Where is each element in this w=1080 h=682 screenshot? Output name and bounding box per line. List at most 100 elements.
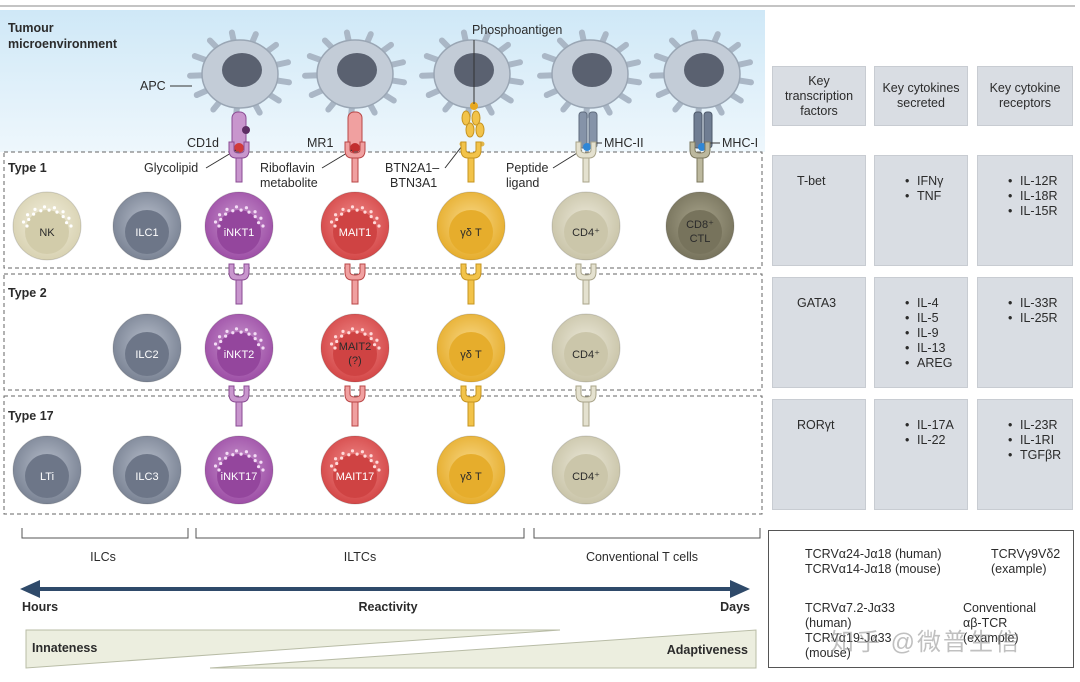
legend-gd-line2: (example) (991, 562, 1047, 576)
tf-type17: RORγt (772, 399, 866, 510)
legend-mait-line2: (human) (805, 616, 852, 630)
apc-cell (537, 29, 643, 119)
lti-cell-nucleus (25, 454, 69, 498)
tf-type2: GATA3 (772, 277, 866, 388)
tcr-receptor (689, 141, 711, 183)
cd4-cell-type1-nucleus (564, 210, 608, 254)
legend-inkt-line2: TCRVα14-Jα18 (mouse) (805, 562, 941, 576)
inkt2-cell-nucleus (217, 332, 261, 376)
reactivity-arrow (20, 580, 750, 598)
cytokine-item: TNF (905, 189, 967, 204)
riboflavin-label-2: metabolite (260, 176, 318, 190)
gd-t-cell-type1-label: γδ T (460, 227, 482, 239)
tcr-receptor (228, 385, 250, 427)
tf-type1-text: T-bet (797, 174, 826, 188)
inkt2-cell: iNKT2 (204, 263, 274, 383)
gd-t-cell-type1: γδ T (436, 141, 506, 261)
inkt1-cell-label: iNKT1 (224, 227, 255, 239)
mait17-cell-nucleus (333, 454, 377, 498)
peptide-label-1: Peptide (506, 161, 548, 175)
nk-cell-label: NK (39, 227, 55, 239)
legend-mait-line3: TCRVα19-Jα33 (805, 631, 892, 645)
mhc2-molecule (578, 111, 588, 149)
nk-cell-nucleus (25, 210, 69, 254)
mait1-cell-nucleus (333, 210, 377, 254)
lti-cell-label: LTi (40, 471, 54, 483)
receptor-item: IL-25R (1008, 311, 1072, 326)
apc-label: APC (140, 79, 166, 93)
mait1-cell-label: MAIT1 (339, 227, 371, 239)
peptide-dot (583, 143, 591, 151)
cd4-cell-type2-nucleus (564, 332, 608, 376)
btn-pointer (444, 145, 463, 169)
cytokine-item: IL-22 (905, 433, 967, 448)
mait2-cell-nucleus (333, 332, 377, 376)
legend-inkt-text: TCRVα24-Jα18 (human) TCRVα14-Jα18 (mouse… (805, 547, 942, 577)
apc-nucleus (222, 53, 262, 87)
tcr-receptor (460, 141, 482, 183)
apc-cell (419, 29, 525, 119)
inkt17-cell-nucleus (217, 454, 261, 498)
mr1-label: MR1 (307, 136, 333, 150)
cytokine-item: AREG (905, 356, 967, 371)
phosphoantigen-dot (470, 102, 478, 110)
receptor-item: IL-33R (1008, 296, 1072, 311)
glycolipid-dot (234, 143, 244, 153)
apc-cell (649, 29, 755, 119)
header-cytokines-secreted: Key cytokines secreted (874, 66, 968, 126)
legend-conv-line1: Conventional (963, 601, 1036, 615)
receptor-item: IL-15R (1008, 204, 1072, 219)
legend: TCRVα24-Jα18 (human) TCRVα14-Jα18 (mouse… (768, 530, 1074, 668)
type2-row-box (3, 273, 763, 391)
cd4-cell-type17-nucleus (564, 454, 608, 498)
gd-t-cell-type17-label: γδ T (460, 471, 482, 483)
ilc2-cell: ILC2 (112, 313, 182, 383)
gd-t-cell-type2-label: γδ T (460, 349, 482, 361)
axis-label-hours: Hours (22, 600, 58, 614)
tcr-receptor (344, 263, 366, 305)
tcr-receptor (460, 263, 482, 305)
tf-type1: T-bet (772, 155, 866, 266)
tf-type2-text: GATA3 (797, 296, 837, 310)
ilc1-cell: ILC1 (112, 191, 182, 261)
cd8-ctl-cell-label: CTL (690, 233, 711, 245)
legend-conv-line3: (example) (963, 631, 1019, 645)
mhc1-label: MHC-I (722, 136, 758, 150)
receptor-item: IL-12R (1008, 174, 1072, 189)
cytokines-type2: IL-4 IL-5 IL-9 IL-13 AREG (874, 277, 968, 388)
legend-mait-line1: TCRVα7.2-Jα33 (805, 601, 895, 615)
adaptiveness-wedge (209, 629, 757, 669)
mhc1-molecule (693, 111, 703, 149)
tcr-receptor (575, 141, 597, 183)
cd4-cell-type1: CD4⁺ (551, 141, 621, 261)
bracket-conventional (533, 528, 761, 539)
gd-t-cell-type2-nucleus (449, 332, 493, 376)
lti-cell: LTi (12, 435, 82, 505)
tf-type17-text: RORγt (797, 418, 835, 432)
inkt17-cell-label: iNKT17 (221, 471, 258, 483)
group-label-ilcs: ILCs (90, 550, 116, 564)
tcr-receptor (575, 385, 597, 427)
ilc1-cell-label: ILC1 (135, 227, 158, 239)
legend-mait-line4: (mouse) (805, 646, 851, 660)
innateness-wedge (25, 629, 561, 669)
inkt1-cell-nucleus (217, 210, 261, 254)
mait17-cell: MAIT17 (320, 385, 390, 505)
legend-inkt-line1: TCRVα24-Jα18 (human) (805, 547, 942, 561)
ilc2-cell-nucleus (125, 332, 169, 376)
receptors-type17: IL-23R IL-1RI TGFβR (977, 399, 1073, 510)
riboflavin-dot (350, 143, 360, 153)
cytokines-type1: IFNγ TNF (874, 155, 968, 266)
ilc3-cell: ILC3 (112, 435, 182, 505)
cd8-ctl-cell-nucleus (678, 210, 722, 254)
mait2-cell: MAIT2(?) (320, 263, 390, 383)
legend-gd-text: TCRVγ9Vδ2 (example) (991, 547, 1060, 577)
gd-t-cell-type2: γδ T (436, 263, 506, 383)
inkt2-cell-label: iNKT2 (224, 349, 255, 361)
watermark: 知乎 @微普生信 (830, 629, 1022, 656)
tme-label-line1: Tumour (8, 21, 54, 35)
btn-label-1: BTN2A1– (385, 161, 439, 175)
axis-label-days: Days (720, 600, 750, 614)
